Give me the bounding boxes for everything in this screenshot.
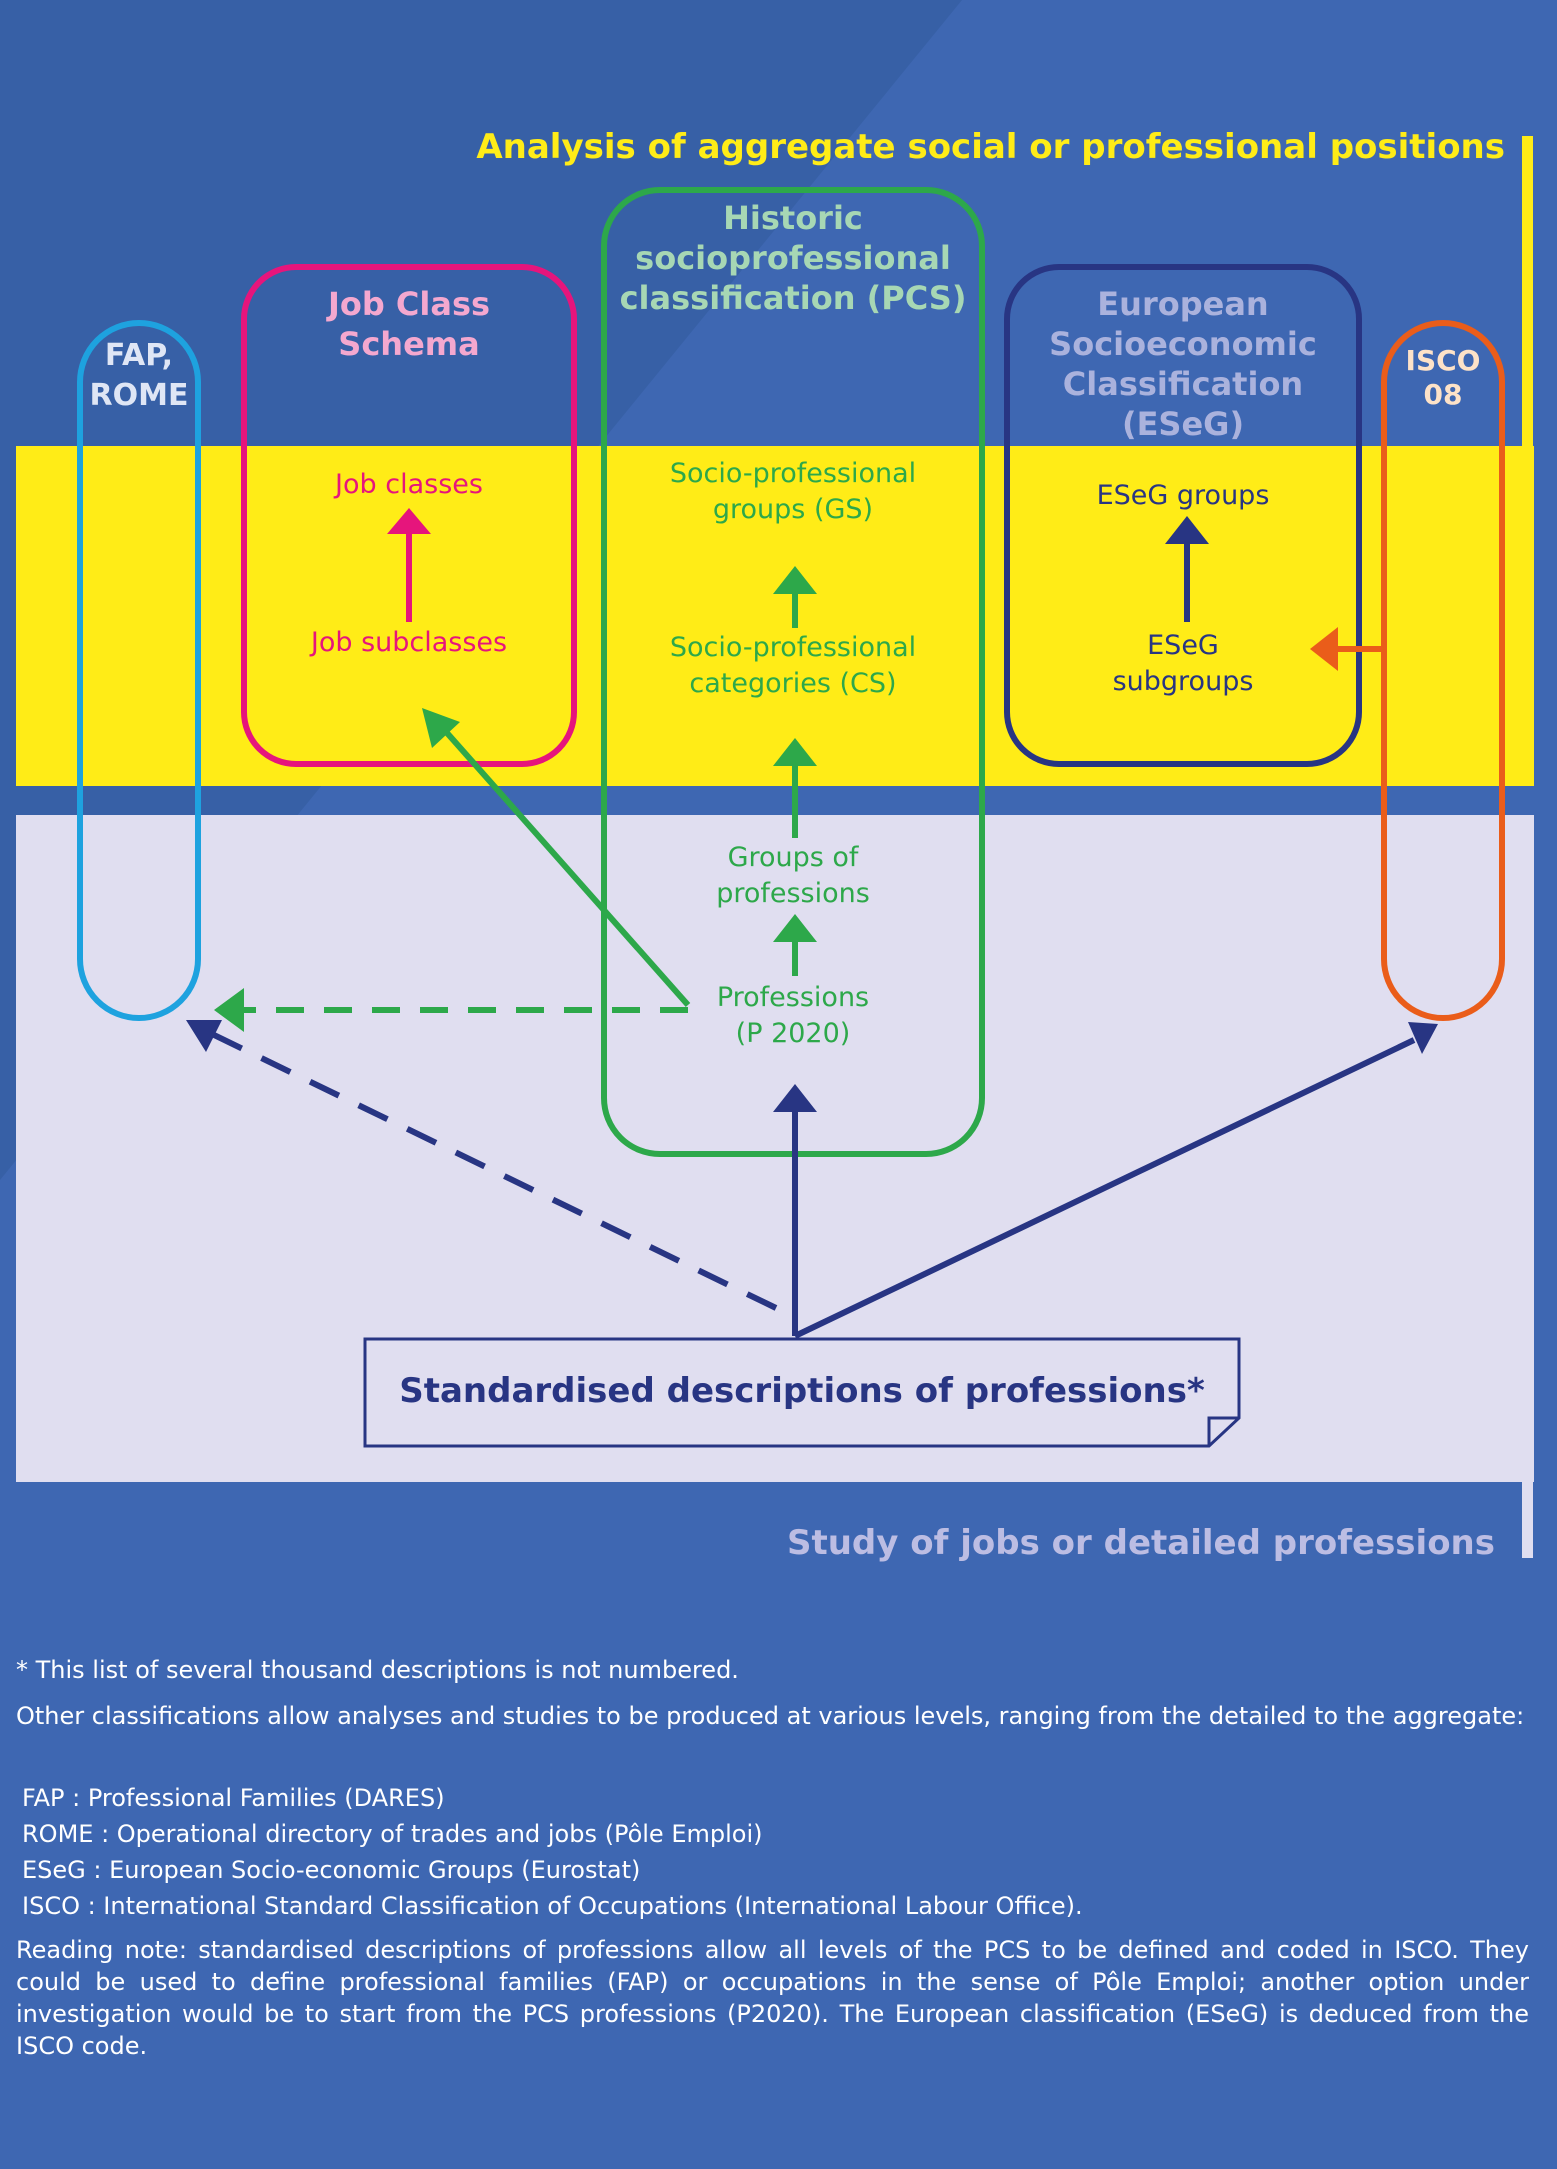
job-class-frame: [241, 264, 577, 767]
pcs-title-line3: classification (PCS): [619, 279, 967, 317]
fap-rome-title-line2: ROME: [89, 378, 189, 413]
eseg-title-line1: European: [1097, 285, 1269, 323]
isco-title: ISCO 08: [1384, 344, 1502, 412]
notes-intro: Other classifications allow analyses and…: [16, 1702, 1525, 1730]
source-to-isco-arrowhead: [1408, 1022, 1438, 1054]
source-box: [363, 1337, 1241, 1448]
job-class-title: Job Class Schema: [250, 284, 568, 364]
eseg-subgroups-line2: subgroups: [1112, 666, 1254, 697]
top-band-label: Analysis of aggregate social or professi…: [476, 127, 1505, 167]
job-subclasses-label: Job subclasses: [310, 627, 508, 658]
professions-to-job-subclasses-arrow: [437, 723, 691, 1007]
aggregate-bar: [1522, 136, 1533, 446]
detailed-band: [16, 815, 1534, 1482]
aggregate-band: [16, 446, 1534, 786]
professions-to-fap-arrowhead: [214, 988, 244, 1032]
eseg-subgroups-label: ESeG subgroups: [1012, 628, 1354, 700]
job-class-title-line1: Job Class: [327, 285, 491, 323]
isco-title-line1: ISCO: [1405, 344, 1481, 377]
detailed-bar: [1522, 1482, 1533, 1558]
job-class-title-line2: Schema: [338, 325, 480, 363]
bottom-band-label: Study of jobs or detailed professions: [786, 1523, 1495, 1563]
groups-to-cs-arrowhead: [773, 738, 817, 766]
source-to-pcs-arrowhead: [773, 1084, 817, 1112]
pcs-gs-line2: groups (GS): [712, 494, 874, 525]
eseg-title-line2: Socioeconomic: [1049, 325, 1317, 363]
definition-rome: ROME : Operational directory of trades a…: [22, 1820, 763, 1848]
job-classes-label: Job classes: [335, 469, 483, 500]
fap-rome-title: FAP, ROME: [70, 336, 208, 416]
pcs-professions-line1: Professions: [716, 982, 870, 1013]
fap-rome-frame: [77, 320, 201, 1021]
source-to-isco-arrow: [793, 1037, 1416, 1339]
pcs-title-line1: Historic: [723, 199, 863, 237]
definition-isco: ISCO : International Standard Classifica…: [22, 1892, 1083, 1920]
professions-to-groups-arrowhead: [773, 914, 817, 942]
source-to-fap-arrowhead: [186, 1020, 222, 1052]
definition-eseg: ESeG : European Socio-economic Groups (E…: [22, 1856, 641, 1884]
professions-to-job-subclasses-arrowhead: [422, 708, 460, 748]
pcs-cs-label: Socio-professional categories (CS): [612, 630, 974, 702]
definition-fap: FAP : Professional Families (DARES): [22, 1784, 445, 1812]
pcs-gs-label: Socio-professional groups (GS): [612, 456, 974, 528]
isco-frame: [1381, 320, 1505, 1021]
eseg-title: European Socioeconomic Classification (E…: [1012, 284, 1354, 444]
source-box-label: Standardised descriptions of professions…: [399, 1371, 1205, 1411]
cs-to-gs-arrowhead: [773, 566, 817, 594]
pcs-cs-line1: Socio-professional: [669, 632, 917, 663]
definitions-list: FAP : Professional Families (DARES) ROME…: [22, 1780, 1529, 1924]
eseg-title-line3: Classification: [1062, 365, 1304, 403]
eseg-arrowhead: [1165, 516, 1209, 544]
pcs-groups-line1: Groups of: [727, 842, 859, 873]
pcs-gs-line1: Socio-professional: [669, 458, 917, 489]
eseg-frame: [1004, 264, 1362, 767]
isco-title-line2: 08: [1423, 378, 1463, 411]
pcs-professions-line2: (P 2020): [735, 1018, 851, 1049]
eseg-subgroups-line1: ESeG: [1147, 630, 1219, 661]
eseg-title-line4: (ESeG): [1121, 405, 1245, 443]
footnote: * This list of several thousand descript…: [16, 1656, 739, 1684]
isco-to-eseg-arrowhead: [1310, 627, 1338, 671]
reading-note: Reading note: standardised descriptions …: [16, 1936, 1529, 2060]
fap-rome-title-line1: FAP,: [104, 338, 174, 373]
pcs-title-line2: socioprofessional: [635, 239, 951, 277]
job-arrowhead: [387, 508, 431, 534]
source-box-fold: [1207, 1416, 1239, 1446]
pcs-groups-label: Groups of professions: [612, 840, 974, 912]
eseg-groups-label: ESeG groups: [1096, 480, 1270, 511]
pcs-cs-line2: categories (CS): [689, 668, 897, 699]
pcs-professions-label: Professions (P 2020): [612, 980, 974, 1052]
pcs-title: Historic socioprofessional classificatio…: [612, 198, 974, 318]
pcs-groups-line2: professions: [716, 878, 870, 909]
